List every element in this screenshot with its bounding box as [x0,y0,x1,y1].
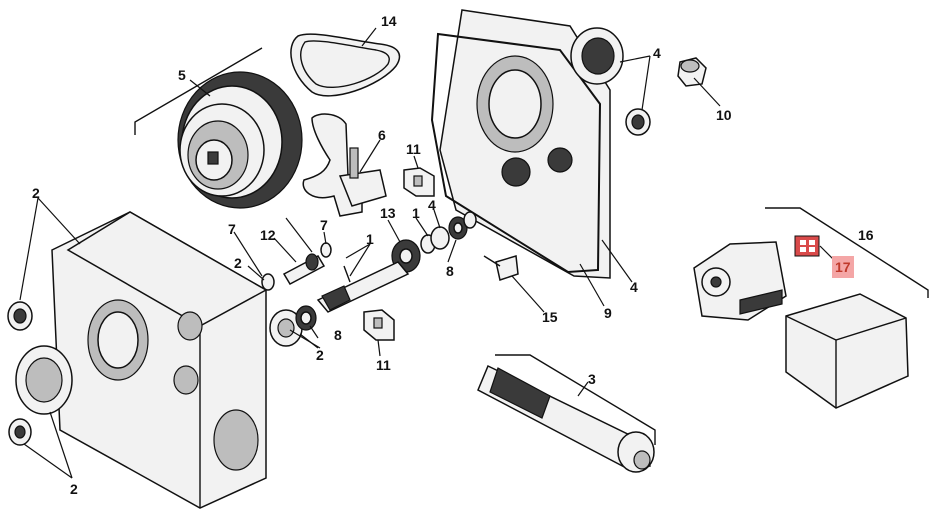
callout-5[interactable]: 5 [178,67,186,83]
cover-plate [439,9,611,279]
pulley-gear [177,71,303,209]
highlight-box [832,256,854,278]
belt [290,33,401,97]
micro-switch [483,255,519,281]
callout-12[interactable]: 12 [260,227,276,243]
pin-7-upper [320,242,332,258]
callout-8-lower[interactable]: 8 [334,327,342,343]
switch-cover [785,293,909,409]
callout-11-upper[interactable]: 11 [406,141,421,157]
connector-17 [794,235,820,257]
section-break-switch [765,207,929,298]
seal-ring-small [625,108,651,136]
callout-2-middle[interactable]: 2 [234,255,242,271]
callout-1-upper[interactable]: 1 [412,205,420,221]
callout-8-right[interactable]: 8 [446,263,454,279]
callout-10[interactable]: 10 [716,107,732,123]
callout-15[interactable]: 15 [542,309,558,325]
small-ring [463,211,477,229]
seal-ring-large [570,27,624,85]
callout-3[interactable]: 3 [588,371,596,387]
drain-plug [677,57,707,87]
clip-upper [403,167,435,197]
gearbox-housing [51,211,268,509]
bearing-2-upper-left [7,301,33,331]
callout-2-left[interactable]: 2 [32,185,40,201]
bearing-ring-8 [448,216,468,240]
worm-shaft-assembly [477,364,655,473]
bearing-8-middle [295,305,317,331]
callout-4-top[interactable]: 4 [653,45,661,61]
callout-4-middle[interactable]: 4 [428,197,436,213]
bearing-2-middle [269,309,303,347]
section-break-gear [134,47,263,135]
leader-lines [19,27,837,479]
bearing-2-lower-left [8,418,32,446]
callout-13[interactable]: 13 [380,205,396,221]
callout-7-left[interactable]: 7 [228,221,236,237]
clip-lower [363,309,395,341]
shift-fork [302,113,387,217]
callout-11-lower[interactable]: 11 [376,357,391,373]
callout-4-right[interactable]: 4 [630,279,638,295]
switch-assembly [693,241,787,321]
callout-2-bottom[interactable]: 2 [70,481,78,497]
pin-7 [261,273,275,291]
gasket [430,32,602,274]
callout-2-lower[interactable]: 2 [316,347,324,363]
callout-9[interactable]: 9 [604,305,612,321]
seal-ring-left [15,345,73,415]
callout-14[interactable]: 14 [381,13,397,29]
callout-6[interactable]: 6 [378,127,386,143]
shim-ring [430,226,450,250]
callout-16[interactable]: 16 [858,227,874,243]
callout-17[interactable]: 17 [835,259,851,275]
worm-shaft [316,261,410,313]
callout-1[interactable]: 1 [366,231,374,247]
spacer-4 [305,253,319,271]
section-break-shaft [495,354,656,445]
callout-7-upper[interactable]: 7 [320,217,328,233]
